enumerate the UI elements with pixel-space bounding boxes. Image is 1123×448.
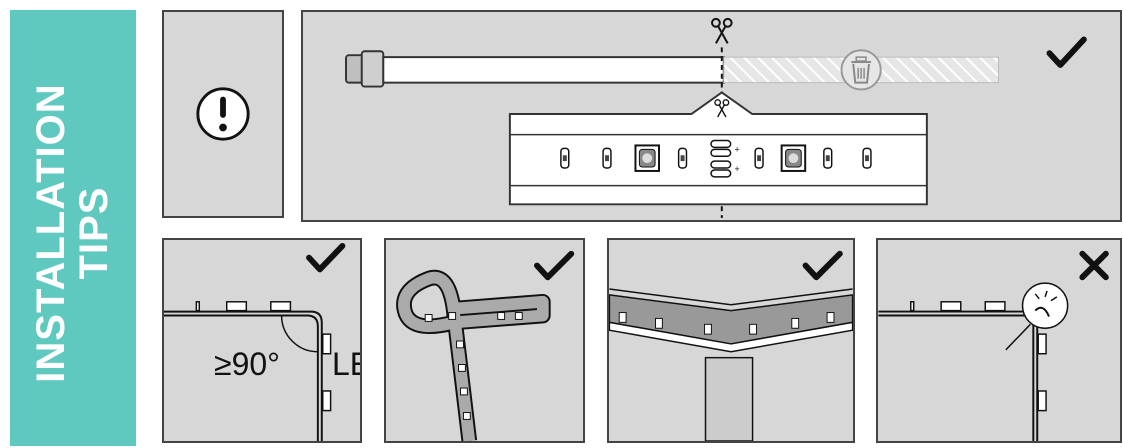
led-label: LED	[332, 346, 360, 382]
led-chip	[634, 144, 660, 172]
warning-drawing	[196, 87, 250, 141]
svg-text:+: +	[735, 144, 740, 154]
sidebar-title-line1: INSTALLATION	[29, 83, 73, 383]
sharp-corner-drawing	[878, 250, 1109, 441]
angle-label: ≥90°	[214, 346, 280, 382]
led-strip-roll	[345, 50, 999, 88]
svg-text:+: +	[735, 164, 740, 174]
sharp-corner-panel	[876, 238, 1122, 443]
led-chip	[780, 144, 807, 172]
sidebar-title-line2: TIPS	[72, 186, 116, 280]
sidebar-banner: INSTALLATION TIPS	[10, 10, 136, 446]
check-icon	[1046, 36, 1087, 68]
trash-icon	[840, 49, 882, 91]
exclamation-circle-icon	[196, 87, 250, 141]
corner-bend-panel: ≥90° LED	[162, 238, 362, 443]
mitre-corner-panel	[607, 238, 855, 443]
mitre-corner-drawing	[609, 250, 853, 441]
cutting-drawing: + +	[345, 17, 1087, 219]
corner-bend-drawing	[164, 242, 346, 441]
twist-bend-panel	[384, 238, 585, 443]
check-icon	[533, 250, 575, 281]
twist-bend-drawing	[396, 250, 575, 441]
check-icon	[802, 250, 843, 281]
cross-icon	[1079, 250, 1109, 281]
warning-panel	[162, 10, 284, 218]
scissors-icon	[711, 17, 733, 44]
strip-detail: + +	[508, 91, 928, 206]
sidebar-title: INSTALLATION TIPS	[29, 83, 116, 383]
cutting-panel: + +	[301, 10, 1122, 222]
check-icon	[306, 242, 346, 273]
